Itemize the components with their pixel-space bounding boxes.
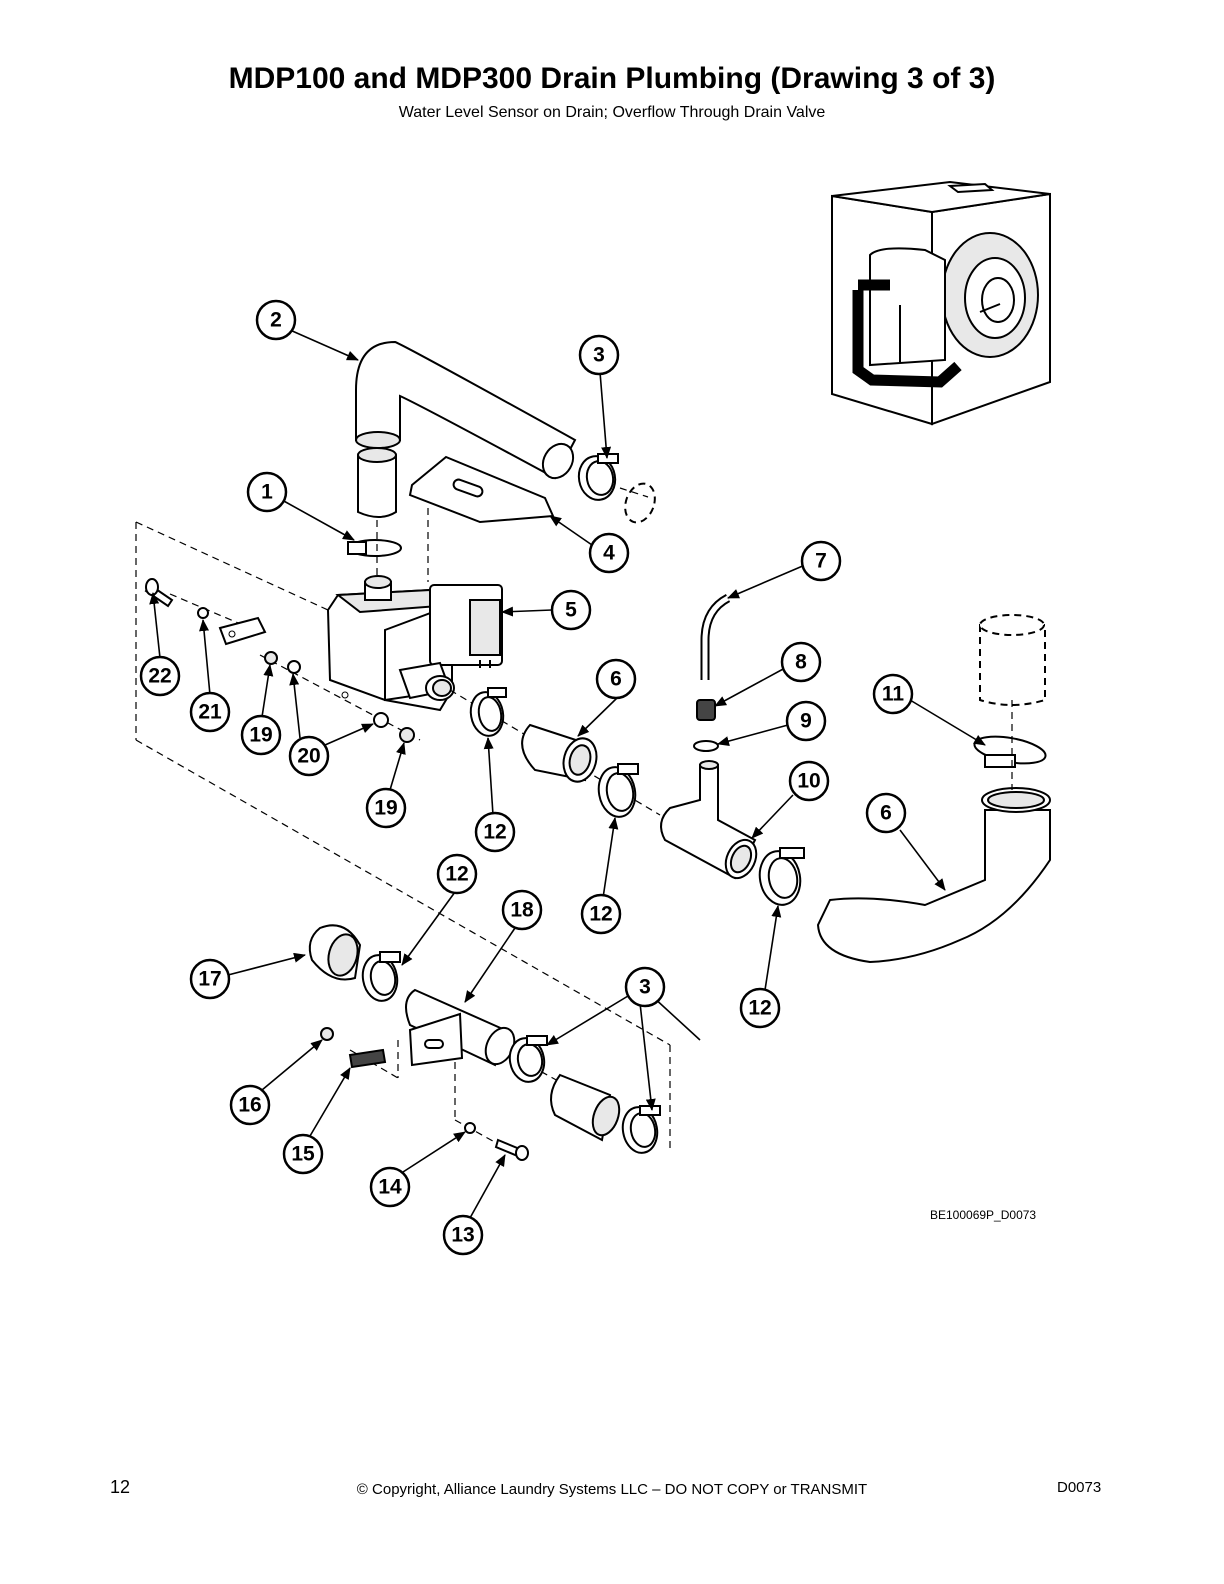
callout-1: 1 xyxy=(246,471,288,513)
outlet-elbow-hose xyxy=(816,614,1051,964)
callout-12-c: 12 xyxy=(580,893,622,935)
callout-19-upper: 19 xyxy=(240,714,282,756)
svg-text:2: 2 xyxy=(270,309,282,332)
svg-text:12: 12 xyxy=(589,903,612,926)
machine-location-inset xyxy=(831,180,1051,426)
callout-13: 13 xyxy=(442,1214,484,1256)
callout-17: 17 xyxy=(189,958,231,1000)
svg-text:5: 5 xyxy=(565,599,577,622)
svg-text:9: 9 xyxy=(800,710,812,733)
page-number: 12 xyxy=(110,1477,131,1497)
svg-text:20: 20 xyxy=(297,745,320,768)
svg-text:14: 14 xyxy=(378,1176,402,1199)
svg-text:8: 8 xyxy=(795,651,807,674)
hose-clamps-lower-pair xyxy=(508,1035,661,1154)
callout-6-lower: 6 xyxy=(865,792,907,834)
hose-clamp-right xyxy=(758,847,805,906)
svg-text:1: 1 xyxy=(261,481,273,504)
callout-leaders xyxy=(149,329,986,1219)
svg-text:11: 11 xyxy=(882,683,905,706)
hose-clamp-mid xyxy=(597,763,639,818)
callout-12-d: 12 xyxy=(739,987,781,1029)
page-subtitle: Water Level Sensor on Drain; Overflow Th… xyxy=(398,104,826,121)
svg-text:12: 12 xyxy=(445,863,468,886)
callout-4: 4 xyxy=(588,532,630,574)
svg-text:4: 4 xyxy=(603,542,615,565)
callout-3-lower: 3 xyxy=(624,966,666,1008)
svg-text:16: 16 xyxy=(238,1094,261,1117)
callout-15: 15 xyxy=(282,1133,324,1175)
callout-22: 22 xyxy=(139,655,181,697)
water-level-sensor-tube xyxy=(693,594,731,752)
svg-text:22: 22 xyxy=(148,665,171,688)
callout-5: 5 xyxy=(550,589,592,631)
mounting-tee-bracket xyxy=(405,988,516,1067)
valve-cover-plate xyxy=(408,455,555,582)
svg-text:10: 10 xyxy=(797,770,820,793)
callout-20: 20 xyxy=(288,735,330,777)
svg-text:12: 12 xyxy=(748,997,771,1020)
callout-10: 10 xyxy=(788,760,830,802)
callout-18: 18 xyxy=(501,889,543,931)
callout-14: 14 xyxy=(369,1166,411,1208)
hose-clamp-lower xyxy=(361,951,401,1002)
callout-16: 16 xyxy=(229,1084,271,1126)
callout-21: 21 xyxy=(189,691,231,733)
callout-8: 8 xyxy=(780,641,822,683)
svg-text:3: 3 xyxy=(593,344,605,367)
svg-text:19: 19 xyxy=(374,797,397,820)
callouts: 2 3 1 4 5 7 8 9 11 6 22 21 19 20 12 10 1… xyxy=(139,299,914,1256)
hose-clamp-upper xyxy=(577,453,656,524)
drawing-id: BE100069P_D0073 xyxy=(930,1208,1037,1222)
callout-7: 7 xyxy=(800,540,842,582)
svg-text:13: 13 xyxy=(451,1224,474,1247)
drain-tee xyxy=(660,760,758,880)
hose-clamp-valve xyxy=(469,687,507,737)
drain-hose-elbow xyxy=(355,340,577,518)
callout-2: 2 xyxy=(255,299,297,341)
svg-text:19: 19 xyxy=(249,724,272,747)
svg-text:18: 18 xyxy=(510,899,534,922)
svg-text:15: 15 xyxy=(291,1143,315,1166)
svg-text:3: 3 xyxy=(639,976,651,999)
hose-clamp-small xyxy=(347,520,402,578)
callout-19-lower: 19 xyxy=(365,787,407,829)
svg-text:6: 6 xyxy=(610,668,622,691)
hose-coupler xyxy=(521,723,598,783)
svg-text:12: 12 xyxy=(483,821,506,844)
callout-9: 9 xyxy=(785,700,827,742)
svg-text:21: 21 xyxy=(198,701,222,724)
callout-12-a: 12 xyxy=(474,811,516,853)
callout-12-b: 12 xyxy=(436,853,478,895)
svg-text:7: 7 xyxy=(815,550,827,573)
short-hose-segment xyxy=(308,924,362,981)
copyright-notice: © Copyright, Alliance Laundry Systems LL… xyxy=(356,1481,868,1498)
svg-text:6: 6 xyxy=(880,802,892,825)
screw-and-bracket-hardware xyxy=(144,578,415,743)
callout-11: 11 xyxy=(872,673,914,715)
lower-fastener-hardware xyxy=(320,1027,529,1161)
callout-3: 3 xyxy=(578,334,620,376)
document-code: D0073 xyxy=(1057,1479,1102,1496)
page-title: MDP100 and MDP300 Drain Plumbing (Drawin… xyxy=(228,62,996,95)
drain-valve-assembly xyxy=(326,575,503,712)
svg-text:17: 17 xyxy=(198,968,221,991)
callout-6-upper: 6 xyxy=(595,658,637,700)
